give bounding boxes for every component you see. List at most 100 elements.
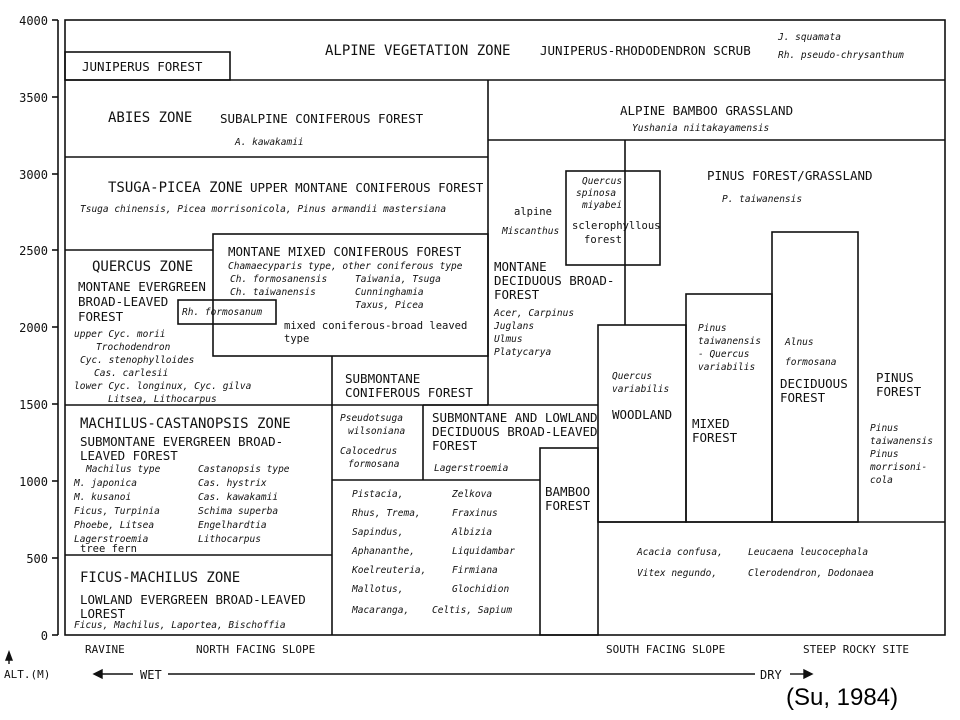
species-label: P. taiwanensis: [722, 194, 802, 205]
species-label: Calocedrus: [340, 446, 397, 457]
zone-label: FOREST: [78, 309, 124, 324]
zone-label: ALPINE VEGETATION ZONE: [325, 43, 510, 59]
zone-label: mixed coniferous-broad leaved: [284, 320, 467, 332]
zone-label: ABIES ZONE: [108, 110, 192, 126]
zone-label: MIXED: [692, 416, 730, 431]
species-label: Ficus, Machilus, Laportea, Bischoffia: [74, 620, 286, 631]
zone-label: LOREST: [80, 606, 126, 621]
species-label: Rh. formosanum: [182, 307, 262, 318]
species-label: Sapindus,: [352, 527, 403, 538]
species-label: M. kusanoi: [73, 492, 131, 503]
left-arrow-icon: [92, 668, 103, 680]
zone-label: TSUGA-PICEA ZONE: [108, 180, 243, 196]
zone-label: tree fern: [80, 543, 137, 555]
species-label: Platycarya: [494, 347, 551, 358]
species-label: Acer, Carpinus: [493, 308, 574, 319]
species-label: spinosa: [576, 188, 616, 199]
species-label: Lithocarpus: [198, 534, 261, 545]
species-label: Fraxinus: [452, 508, 498, 519]
species-label: A. kawakamii: [234, 137, 304, 148]
zone-label: QUERCUS ZONE: [92, 259, 193, 275]
species-label: Acacia confusa,: [636, 547, 723, 558]
species-label: Pseudotsuga: [340, 413, 403, 424]
species-label: Aphananthe,: [351, 546, 415, 557]
zone-label: SUBMONTANE AND LOWLAND: [432, 410, 598, 425]
species-label: Firmiana: [452, 565, 498, 576]
species-label: Cas. hystrix: [198, 478, 267, 489]
species-label: Glochidion: [452, 584, 509, 595]
species-label: Phoebe, Litsea: [74, 520, 154, 531]
species-label: Schima superba: [198, 506, 278, 517]
species-label: Chamaecyparis type, other coniferous typ…: [228, 261, 463, 272]
zone-label: alpine: [514, 206, 552, 218]
axis-label: ALT.(M): [4, 668, 50, 681]
right-arrow-icon: [803, 668, 814, 680]
zone-label: DECIDUOUS BROAD-: [494, 273, 614, 288]
species-label: taiwanensis: [870, 436, 933, 447]
zone-label: SUBALPINE CONIFEROUS FOREST: [220, 111, 424, 126]
species-label: Quercus: [582, 176, 622, 187]
species-label: Pinus: [698, 323, 727, 334]
zone-label: MONTANE EVERGREEN: [78, 279, 206, 294]
species-label: Taiwania, Tsuga: [355, 274, 441, 285]
tick-label: 1500: [19, 398, 48, 412]
zone-label: FOREST: [692, 430, 738, 445]
pinus-forest-grassland: PINUS FOREST/GRASSLAND P. taiwanensis: [707, 168, 873, 205]
species-label: Quercus: [612, 371, 652, 382]
ficus-machilus-zone: FICUS-MACHILUS ZONE LOWLAND EVERGREEN BR…: [74, 570, 306, 631]
zone-label: BROAD-LEAVED: [78, 294, 168, 309]
zone-label: BAMBOO: [545, 484, 590, 499]
tick-label: 2500: [19, 244, 48, 258]
tsuga-picea-zone: TSUGA-PICEA ZONE UPPER MONTANE CONIFEROU…: [80, 180, 484, 215]
abies-zone: ABIES ZONE SUBALPINE CONIFEROUS FOREST A…: [108, 110, 424, 148]
zone-label: JUNIPERUS-RHODODENDRON SCRUB: [540, 43, 751, 58]
site-label: STEEP ROCKY SITE: [803, 643, 909, 656]
species-label: taiwanensis: [698, 336, 761, 347]
zone-label: FICUS-MACHILUS ZONE: [80, 570, 240, 586]
axis-arrows: [4, 650, 814, 680]
pinus-forest: PINUS FOREST Pinus taiwanensis Pinus mor…: [869, 370, 933, 486]
montane-deciduous-broadleaved-forest: MONTANE DECIDUOUS BROAD- FOREST Acer, Ca…: [493, 259, 614, 358]
bamboo-forest: BAMBOO FOREST: [545, 484, 591, 513]
submontane-lowland-deciduous-forest: SUBMONTANE AND LOWLAND DECIDUOUS BROAD-L…: [351, 410, 598, 616]
tick-label: 3000: [19, 168, 48, 182]
zone-label: sclerophyllous: [572, 220, 661, 232]
alpine-vegetation-zone: ALPINE VEGETATION ZONE JUNIPERUS FOREST …: [82, 32, 904, 74]
zone-label: MONTANE: [494, 259, 547, 274]
alpine-miscanthus: alpine Miscanthus: [501, 206, 559, 237]
zone-label: FOREST: [876, 384, 922, 399]
species-label: Lagerstroemia: [434, 463, 509, 474]
dry-label: DRY: [760, 668, 782, 682]
species-label: Vitex negundo,: [637, 568, 717, 579]
quercus-woodland: Quercus variabilis WOODLAND: [612, 371, 672, 422]
dry-lowland-scrub: Acacia confusa, Leucaena leucocephala Vi…: [636, 547, 874, 579]
tick-label: 3500: [19, 91, 48, 105]
zone-label: CONIFEROUS FOREST: [345, 385, 473, 400]
species-label: formosana: [785, 357, 837, 368]
species-label: Cyc. stenophylloides: [80, 355, 194, 366]
species-label: Clerodendron, Dodonaea: [748, 568, 874, 579]
species-label: Trochodendron: [96, 342, 171, 353]
zone-label: SUBMONTANE EVERGREEN BROAD-: [80, 434, 283, 449]
species-label: Castanopsis type: [198, 464, 290, 475]
species-label: Leucaena leucocephala: [748, 547, 868, 558]
zone-label: UPPER MONTANE CONIFEROUS FOREST: [250, 180, 484, 195]
species-label: Rhus, Trema,: [352, 508, 421, 519]
species-label: Cunninghamia: [355, 287, 424, 298]
sclerophyllous-forest: Quercus spinosa miyabei sclerophyllous f…: [572, 176, 661, 246]
species-label: Pinus: [870, 423, 899, 434]
mixed-forest: Pinus taiwanensis - Quercus variabilis M…: [692, 323, 761, 445]
tick-label: 1000: [19, 475, 48, 489]
zone-label: WOODLAND: [612, 407, 672, 422]
species-label: formosana: [348, 459, 400, 470]
species-label: miyabei: [581, 200, 622, 211]
species-label: Albizia: [451, 527, 492, 538]
site-label: SOUTH FACING SLOPE: [606, 643, 725, 656]
site-label: NORTH FACING SLOPE: [196, 643, 315, 656]
species-label: Rh. pseudo-chrysanthum: [778, 50, 904, 61]
wet-label: WET: [140, 668, 162, 682]
altitude-tick-labels: 4000 3500 3000 2500 2000 1500 1000 500 0: [19, 14, 48, 643]
species-label: Ch. formosanensis: [230, 274, 327, 285]
species-label: morrisoni-: [869, 462, 927, 473]
species-label: lower Cyc. longinux, Cyc. gilva: [74, 381, 252, 392]
